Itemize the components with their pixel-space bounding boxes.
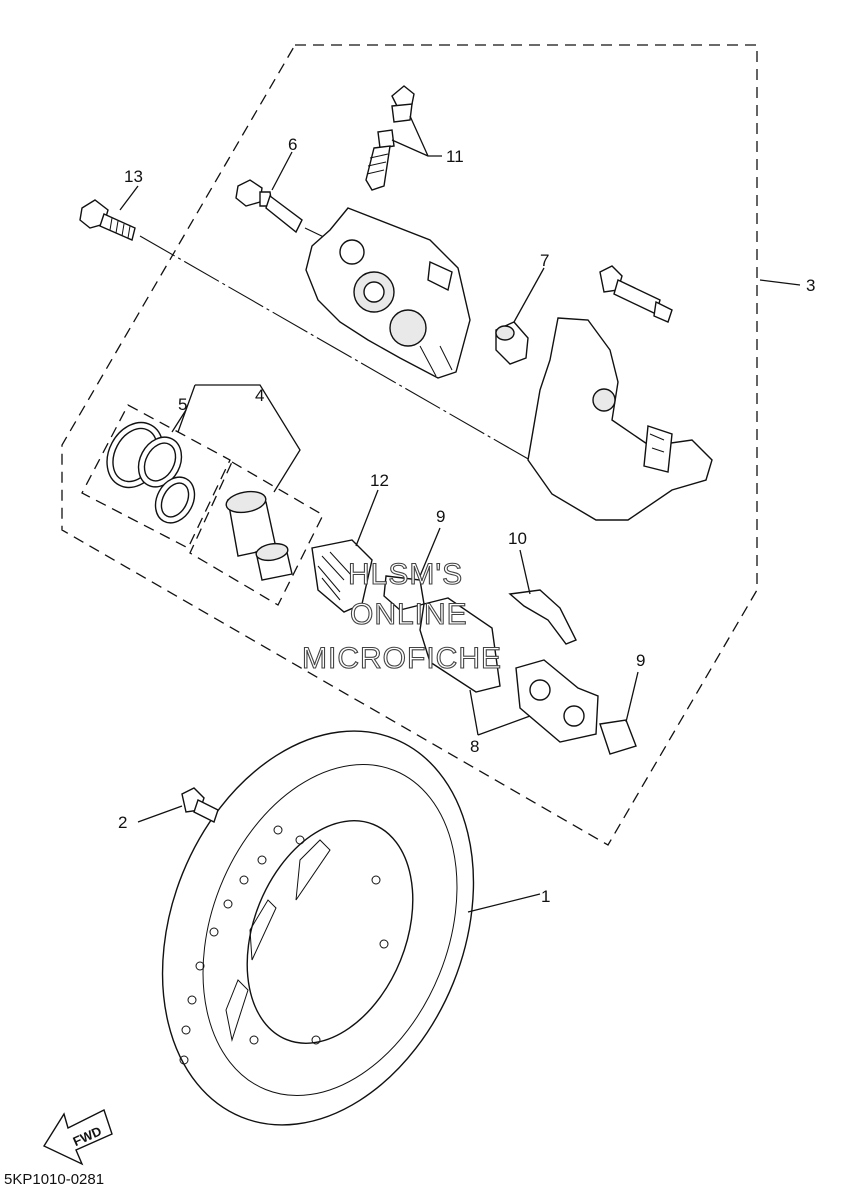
- leader-lines: [119, 115, 801, 913]
- disc-bolt-2-drawing: [181, 787, 219, 823]
- watermark-line-1: HLSM'S: [348, 558, 463, 591]
- piston-group-box: [189, 461, 324, 606]
- callout-11: 11: [446, 147, 464, 166]
- seal-rings-5-drawing: [106, 421, 196, 524]
- callout-8: 8: [470, 737, 479, 756]
- shim-12-drawing: [311, 539, 373, 613]
- caliper-assembly-boundary: [61, 44, 758, 846]
- callout-4: 4: [255, 386, 264, 405]
- seal-kit-group-box: [81, 404, 231, 549]
- pad-spring-10-drawing: [508, 589, 577, 645]
- callout-1: 1: [541, 887, 550, 906]
- bolt-axis-line: [139, 235, 531, 461]
- callout-12: 12: [370, 471, 389, 490]
- callout-13: 13: [124, 167, 143, 186]
- callout-9-upper: 9: [436, 507, 445, 526]
- bolt-13-drawing: [79, 199, 136, 241]
- callout-2: 2: [118, 813, 127, 832]
- bracket-pin-drawing: [599, 265, 673, 323]
- boot-7-drawing: [495, 321, 529, 365]
- brake-pads-8-drawing: [383, 575, 599, 743]
- drawing-code: 5KP1010-0281: [4, 1171, 104, 1188]
- callout-5: 5: [178, 395, 187, 414]
- pistons-4-drawing: [225, 490, 293, 581]
- callout-10: 10: [508, 529, 527, 548]
- fwd-arrow-icon: FWD: [42, 1109, 113, 1166]
- callout-9-lower: 9: [636, 651, 645, 670]
- callout-7: 7: [540, 251, 549, 270]
- callout-3: 3: [806, 276, 815, 295]
- callout-6: 6: [288, 135, 297, 154]
- watermark-line-2: ONLINE: [350, 598, 468, 631]
- bleed-screw-11-drawing: [365, 85, 415, 191]
- pin-bolt-6-drawing: [235, 179, 303, 234]
- caliper-body-drawing: [305, 207, 471, 379]
- brake-disc-drawing: [161, 730, 475, 1126]
- pad-clip-9-drawing: [599, 719, 637, 755]
- caliper-bracket-drawing: [527, 317, 713, 521]
- watermark-line-3: MICROFICHE: [302, 642, 502, 675]
